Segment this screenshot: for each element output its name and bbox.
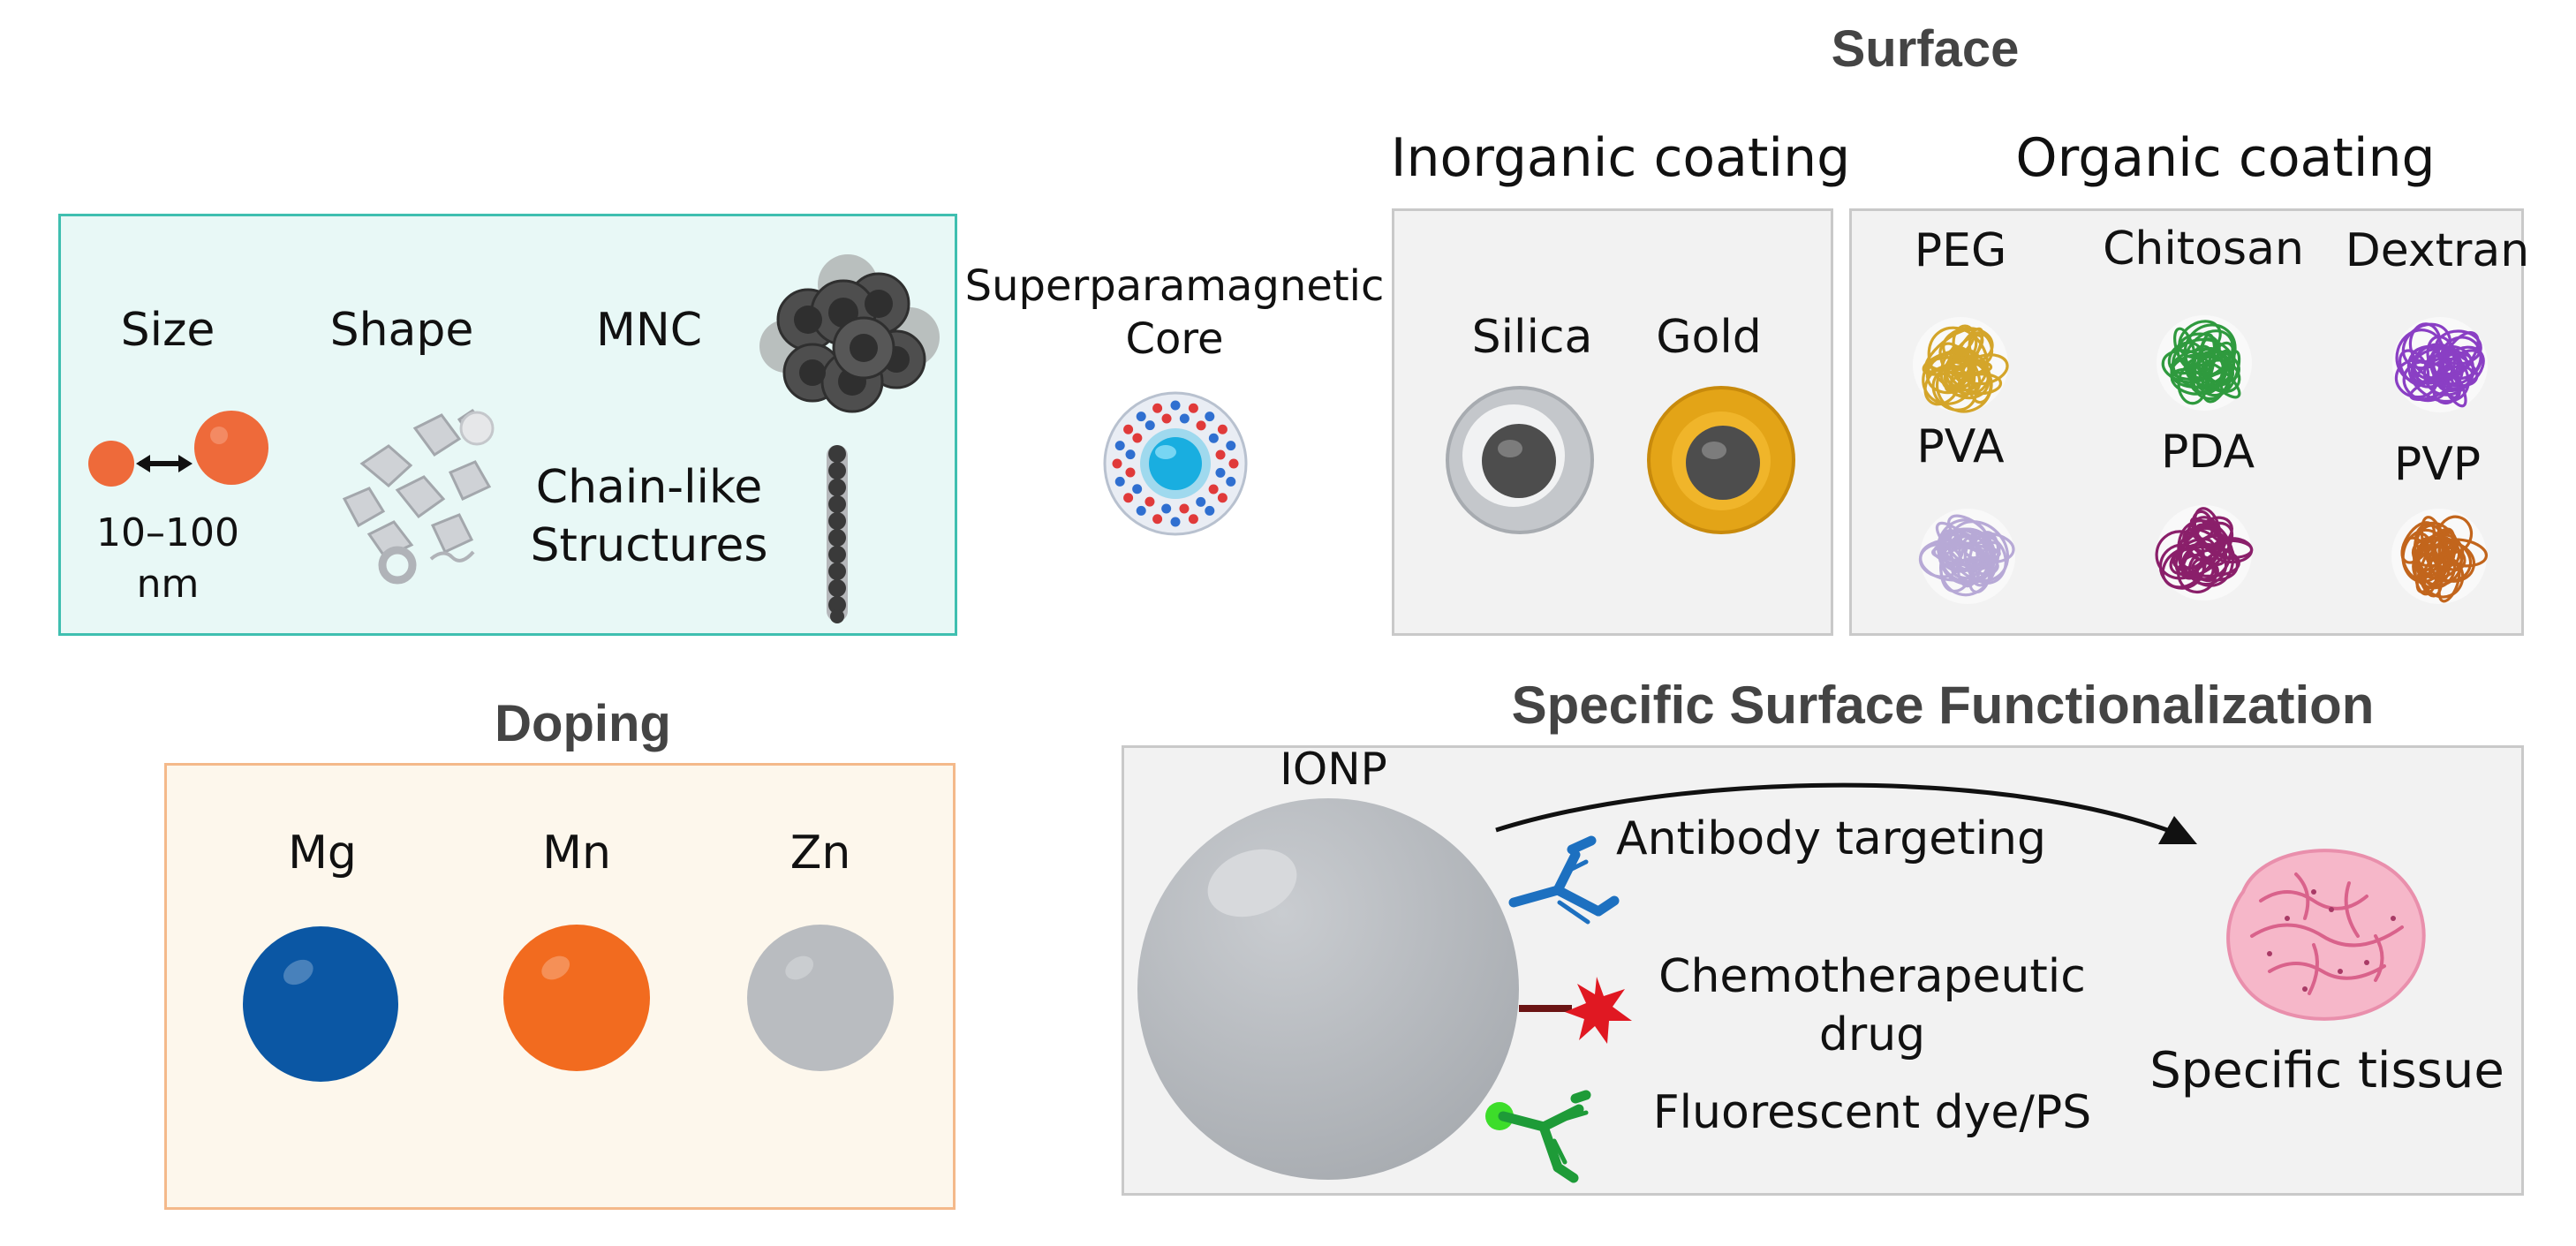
antibody-icon [1508, 835, 1620, 925]
surface-heading: Surface [1831, 20, 2020, 78]
chain-label-line2: Structures [530, 519, 768, 572]
size-label: Size [120, 304, 215, 357]
organic-label-pva: PVA [1916, 420, 2005, 473]
dextran-polymer-icon [2392, 317, 2488, 412]
magnesium-dopant-icon [243, 926, 403, 1084]
shape-label: Shape [329, 304, 474, 357]
size-range-value: 10–100 [96, 510, 239, 555]
targeting-arrow [1495, 782, 2197, 844]
core-label-line2: Core [1125, 314, 1224, 364]
crystal-shapes-icon [342, 408, 495, 585]
core-label-line1: Superparamagnetic [964, 261, 1385, 311]
chain-structure-icon [827, 445, 848, 623]
peg-polymer-icon [1913, 317, 2009, 413]
inorganic-title: Inorganic coating [1390, 127, 1851, 189]
specific-tissue-icon [2226, 849, 2426, 1021]
organic-label-pda: PDA [2160, 426, 2255, 479]
chain-label-line1: Chain-like [535, 461, 763, 514]
functionalization-heading: Specific Surface Functionalization [1511, 676, 2375, 735]
doping-heading: Doping [495, 695, 671, 752]
pda-polymer-icon [2155, 505, 2254, 600]
ionp-label: IONP [1280, 744, 1387, 795]
mnc-cluster-icon [759, 254, 940, 413]
silica-particle-icon [1446, 386, 1594, 534]
organic-label-pvp: PVP [2393, 438, 2482, 491]
chemo-drug-label-line1: Chemotherapeutic [1658, 950, 2086, 1003]
organic-label-dextran: Dextran [2345, 224, 2530, 277]
gold-label: Gold [1656, 311, 1762, 364]
size-range-unit: nm [136, 562, 200, 607]
doping-label-zn: Zn [789, 827, 851, 880]
superparamagnetic-core-icon [1103, 391, 1248, 536]
gold-particle-icon [1647, 386, 1795, 534]
zinc-dopant-icon [747, 925, 898, 1074]
manganese-dopant-icon [503, 925, 654, 1074]
pvp-polymer-icon [2391, 509, 2489, 604]
ionp-particle-icon [1137, 798, 1519, 1180]
doping-label-mg: Mg [288, 827, 357, 880]
organic-label-chitosan: Chitosan [2103, 223, 2304, 276]
doping-label-mn: Mn [542, 827, 611, 880]
organic-label-peg: PEG [1914, 224, 2007, 277]
chemotherapeutic-drug-icon [1519, 977, 1632, 1044]
specific-tissue-label: Specific tissue [2149, 1042, 2504, 1099]
antibody-targeting-label: Antibody targeting [1616, 812, 2047, 865]
silica-label: Silica [1471, 311, 1593, 364]
fluorescent-dye-icon [1485, 1090, 1591, 1183]
fluorescent-dye-label: Fluorescent dye/PS [1652, 1086, 2092, 1139]
chitosan-polymer-icon [2157, 315, 2252, 411]
organic-title: Organic coating [2015, 127, 2436, 189]
pva-polymer-icon [1918, 509, 2015, 604]
mnc-label: MNC [595, 304, 703, 357]
size-comparison-icon [88, 411, 268, 487]
chemo-drug-label-line2: drug [1818, 1008, 1926, 1061]
